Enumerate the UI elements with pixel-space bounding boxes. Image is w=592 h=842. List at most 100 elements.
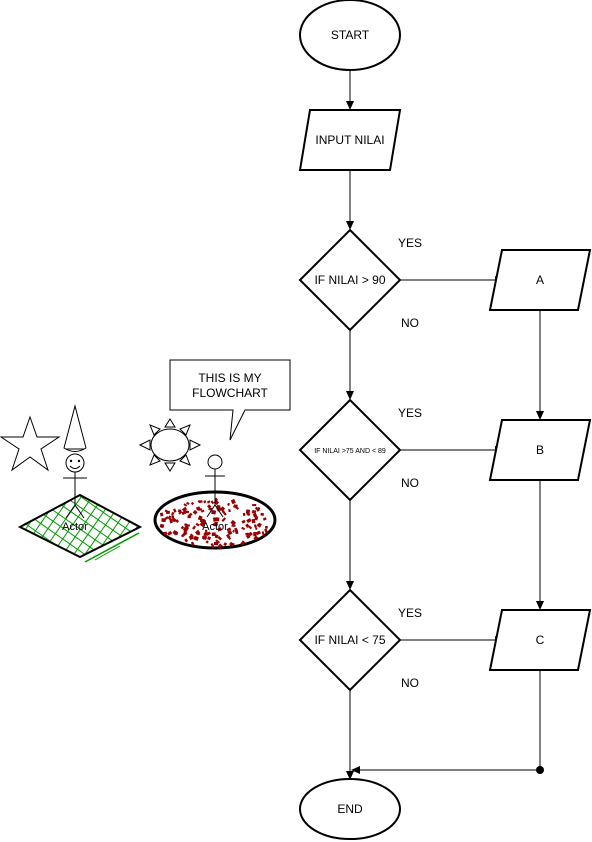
red-speckle (175, 519, 180, 524)
red-speckle (199, 521, 205, 528)
red-speckle (192, 525, 196, 530)
red-speckle (203, 532, 208, 536)
decision1-no-label: NO (401, 316, 419, 330)
red-speckle (193, 535, 199, 541)
red-speckle (184, 538, 189, 543)
actor2-figure (205, 454, 225, 518)
red-speckle (203, 535, 208, 540)
red-speckle (253, 524, 258, 528)
red-speckle (241, 526, 246, 531)
actor2-label: Actor (202, 521, 228, 533)
red-speckle (251, 518, 256, 524)
red-speckle (202, 520, 205, 525)
red-speckle (181, 534, 184, 538)
red-speckle (230, 519, 237, 526)
red-speckle (231, 524, 236, 527)
red-speckle (210, 500, 215, 505)
red-speckle (181, 510, 187, 516)
red-speckle (235, 504, 238, 508)
output-b-node[interactable]: B (488, 419, 592, 481)
output-a-node[interactable]: A (488, 249, 592, 311)
output-b-label: B (536, 443, 544, 457)
red-speckle (241, 519, 246, 524)
red-speckle (255, 527, 258, 530)
red-speckle (159, 512, 164, 517)
red-speckle (190, 541, 195, 546)
red-speckle (221, 510, 225, 514)
decision2-no-label: NO (401, 476, 419, 490)
red-speckle (217, 527, 223, 532)
red-speckle (214, 534, 219, 539)
red-speckle (240, 540, 246, 546)
red-speckle (177, 509, 182, 513)
decision1-node[interactable]: IF NILAI > 90 (298, 228, 402, 332)
red-speckle (197, 499, 201, 504)
red-speckle (227, 529, 233, 536)
red-speckle (215, 539, 221, 544)
green-hatched-rhombus (17, 493, 143, 563)
red-speckle (246, 518, 252, 524)
red-speckle (256, 506, 261, 512)
red-speckle (221, 517, 227, 523)
red-speckle (217, 535, 223, 541)
red-speckle (227, 535, 232, 540)
input-node[interactable]: INPUT NILAI (298, 109, 402, 171)
red-speckle (168, 517, 173, 522)
red-speckle (228, 508, 231, 513)
end-node[interactable]: END (299, 778, 401, 840)
red-dotted-ellipse (153, 490, 277, 550)
start-label: START (331, 28, 370, 42)
output-c-node[interactable]: C (488, 609, 592, 671)
end-label: END (337, 802, 363, 816)
red-speckle (206, 500, 211, 504)
red-speckle (253, 535, 259, 541)
cone-icon (63, 404, 87, 452)
speech-bubble: THIS IS MY FLOWCHART (169, 359, 291, 441)
red-speckle (200, 509, 205, 513)
start-node[interactable]: START (299, 0, 401, 71)
decision2-yes-label: YES (398, 406, 422, 420)
red-speckle (257, 522, 262, 528)
red-speckle (212, 517, 216, 522)
input-label: INPUT NILAI (315, 133, 384, 147)
red-speckle (245, 509, 251, 515)
red-speckle (234, 529, 239, 535)
red-speckle (245, 532, 249, 536)
red-speckle (211, 510, 217, 515)
decision1-label: IF NILAI > 90 (314, 273, 385, 287)
speech-bubble-line1: THIS IS MY (198, 371, 261, 385)
red-speckle (227, 502, 231, 506)
red-speckle (180, 525, 185, 530)
red-speckle (248, 531, 253, 537)
red-speckle (251, 509, 257, 514)
red-speckle (205, 529, 208, 534)
decision2-node[interactable]: IF NILAI >75 AND < 89 (298, 398, 402, 502)
red-speckle (255, 530, 261, 536)
red-speckle (211, 532, 216, 537)
decision3-node[interactable]: IF NILAI < 75 (298, 588, 402, 692)
red-speckle (260, 512, 265, 516)
output-a-label: A (536, 273, 544, 287)
red-speckle (195, 522, 200, 527)
flowchart: START INPUT NILAI IF NILAI > 90 IF NILAI… (298, 0, 592, 840)
red-speckle (186, 501, 190, 505)
red-speckle (213, 541, 219, 546)
red-speckle (159, 523, 165, 529)
red-speckle (184, 523, 189, 527)
red-speckle (174, 532, 179, 536)
red-speckle (210, 543, 215, 548)
red-speckle (188, 512, 193, 518)
red-speckle (207, 536, 212, 541)
red-speckle (203, 500, 207, 504)
red-speckle (188, 534, 195, 541)
red-speckle (163, 531, 168, 536)
sun-icon (138, 418, 202, 472)
output-c-label: C (536, 633, 545, 647)
red-speckle (214, 517, 220, 522)
speech-bubble-line2: FLOWCHART (192, 386, 268, 400)
red-speckle (161, 518, 166, 523)
actor2-head (207, 454, 223, 470)
red-speckle (190, 501, 195, 506)
illustration: Actor THIS IS MY FLOWCHART (0, 359, 291, 563)
